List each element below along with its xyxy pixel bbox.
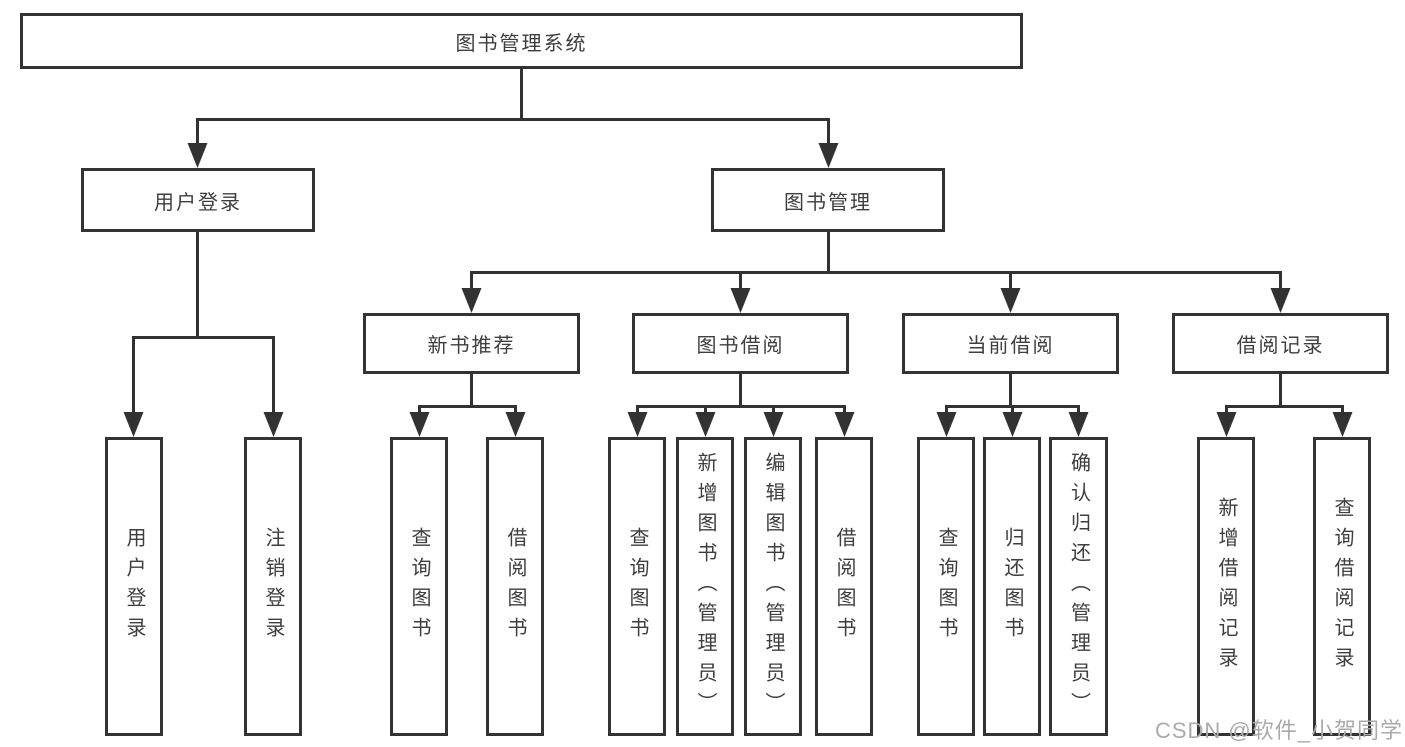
node-book-borrow: 图书借阅 [632,313,849,374]
node-leaf-return-book: 归还图书 [983,437,1041,736]
node-user-login: 用户登录 [81,168,315,232]
connector-book-borrow-branch [636,374,846,414]
node-leaf-borrow-books: 借阅图书 [815,437,873,736]
node-book-management: 图书管理 [711,168,945,232]
node-leaf-confirm-return-admin: 确认归还（管理员） [1049,437,1108,736]
node-leaf-query-borrow-record: 查询借阅记录 [1313,437,1371,736]
node-new-book-recommend: 新书推荐 [363,313,580,374]
node-leaf-query-books-borrow: 查询图书 [608,437,666,736]
node-current-borrow: 当前借阅 [902,313,1119,374]
connector-borrow-records-branch [1225,374,1344,414]
node-leaf-query-books-recommend: 查询图书 [390,437,448,736]
node-leaf-add-borrow-record: 新增借阅记录 [1197,437,1255,736]
connector-new-book-branch [418,374,517,414]
node-leaf-query-books-current: 查询图书 [917,437,975,736]
connector-book-management-branch [470,232,1282,290]
connector-root-to-level2 [196,68,830,145]
node-borrow-records: 借阅记录 [1172,313,1389,374]
node-leaf-borrow-books-recommend: 借阅图书 [486,437,544,736]
connector-user-login-branch [132,232,275,414]
node-leaf-add-book-admin: 新增图书（管理员） [676,437,734,736]
arrowheads [123,143,1353,437]
node-root: 图书管理系统 [20,13,1023,69]
node-leaf-user-login: 用户登录 [105,437,163,736]
watermark: CSDN @软件_小贺同学 [1154,718,1403,743]
connector-current-borrow-branch [945,374,1080,414]
node-leaf-edit-book-admin: 编辑图书（管理员） [744,437,802,736]
node-leaf-logout: 注销登录 [244,437,302,736]
